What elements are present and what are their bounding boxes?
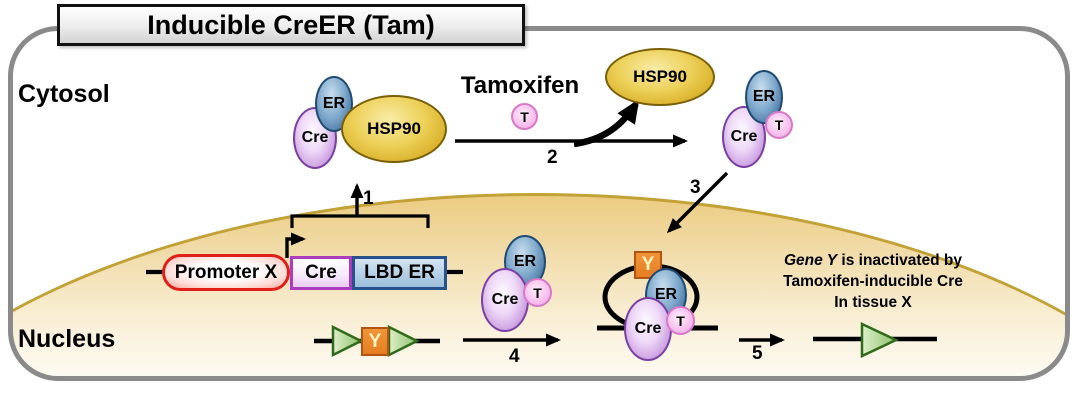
tamoxifen-label: Tamoxifen <box>460 72 580 99</box>
cytosol-label: Cytosol <box>18 80 110 108</box>
lbd-er-gene-box: LBD ER <box>352 256 447 290</box>
tamoxifen-molecule: T <box>523 278 552 307</box>
promoter-x-box: Promoter X <box>162 254 290 291</box>
step3-label: 3 <box>690 177 701 198</box>
cre-gene-box: Cre <box>290 256 352 290</box>
tamoxifen-molecule: T <box>511 103 538 130</box>
gene-y-box: Y <box>361 327 389 356</box>
diagram-title: Inducible CreER (Tam) <box>57 4 525 46</box>
nucleus-label: Nucleus <box>18 325 116 353</box>
step2-label: 2 <box>547 147 558 168</box>
result-line-2: Tamoxifen-inducible Cre <box>783 273 963 290</box>
tamoxifen-molecule: T <box>765 111 793 139</box>
result-line-3: In tissue X <box>834 294 912 311</box>
cre-protein: Cre <box>481 268 529 332</box>
cre-protein: Cre <box>624 297 672 361</box>
step4-label: 4 <box>509 346 520 367</box>
step5-label: 5 <box>752 343 763 364</box>
step1-label: 1 <box>363 188 374 209</box>
result-text: Gene Y is inactivated by Tamoxifen-induc… <box>753 250 993 313</box>
result-line-1: Gene Y is inactivated by <box>783 252 963 269</box>
tamoxifen-molecule: T <box>666 306 695 335</box>
cre-protein: Cre <box>293 107 337 169</box>
hsp90-protein: HSP90 <box>605 48 715 106</box>
hsp90-protein: HSP90 <box>341 95 447 163</box>
